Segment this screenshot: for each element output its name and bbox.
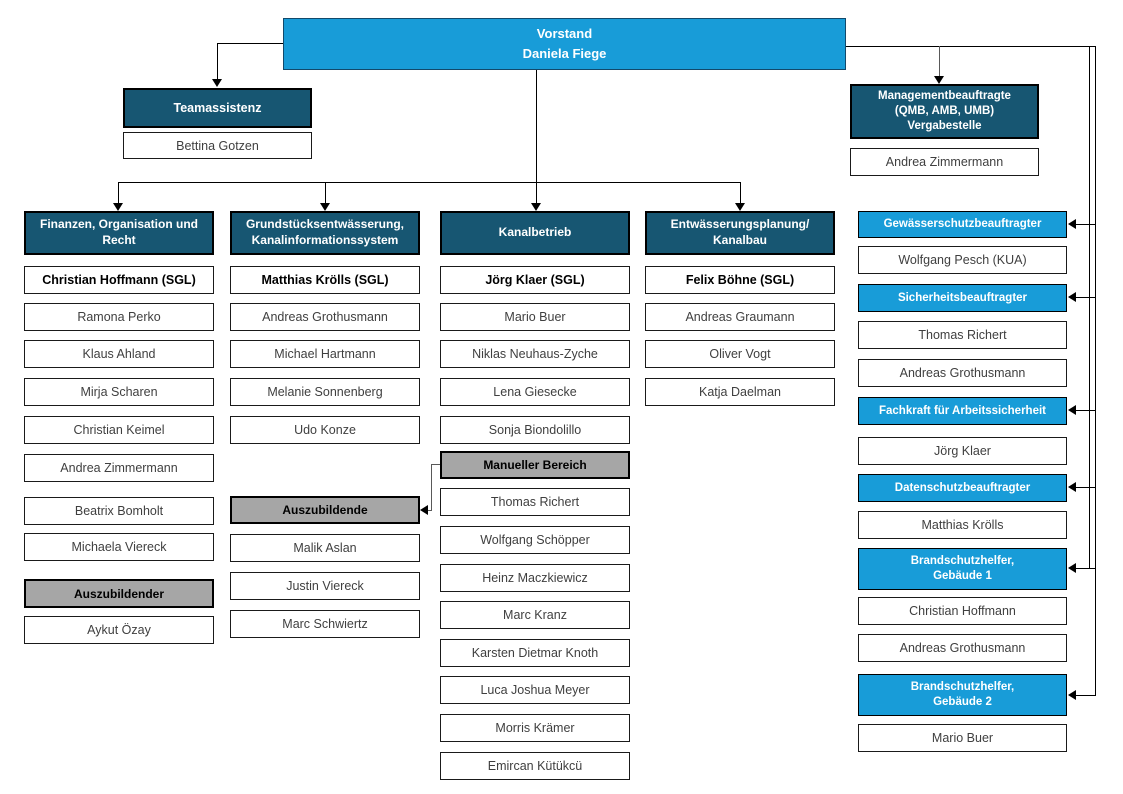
management-header: Managementbeauftragte (QMB, AMB, UMB) Ve… (850, 84, 1039, 139)
dept-header-grundstuecksentwaesserung: Grundstücksentwässerung, Kanalinformatio… (230, 211, 420, 255)
dept-lead-box: Jörg Klaer (SGL) (440, 266, 630, 294)
member-box: Christian Keimel (24, 416, 214, 444)
member-box: Michael Hartmann (230, 340, 420, 368)
member-box: Mario Buer (440, 303, 630, 331)
teamassistenz-header: Teamassistenz (123, 88, 312, 128)
connector-manuell-v (431, 464, 432, 510)
arrow-line-role-4 (1076, 568, 1095, 569)
arrow-line-role-0 (1076, 224, 1095, 225)
vorstand-person: Daniela Fiege (522, 46, 607, 61)
arrowhead-role-0 (1068, 219, 1076, 229)
member-box: Heinz Maczkiewicz (440, 564, 630, 592)
arrow-line-role-5 (1076, 695, 1096, 696)
arrow-line-role-1 (1076, 297, 1095, 298)
member-box: Andrea Zimmermann (24, 454, 214, 482)
section-header-auszubildender: Auszubildender (24, 579, 214, 608)
right-rail-outer (1095, 46, 1096, 696)
connector-manuell-h1 (431, 464, 440, 465)
section-header-auszubildende: Auszubildende (230, 496, 420, 524)
connector-distribution-h (118, 182, 741, 183)
member-box: Katja Daelman (645, 378, 835, 406)
drop-col1 (118, 182, 119, 203)
member-box: Luca Joshua Meyer (440, 676, 630, 704)
arrow-line-role-2 (1076, 410, 1095, 411)
dept-lead-box: Matthias Krölls (SGL) (230, 266, 420, 294)
section-header-manueller-bereich: Manueller Bereich (440, 451, 630, 479)
member-box: Sonja Biondolillo (440, 416, 630, 444)
connector-management-v (939, 46, 940, 76)
member-box: Aykut Özay (24, 616, 214, 644)
dept-lead-box: Christian Hoffmann (SGL) (24, 266, 214, 294)
arrowhead-role-5 (1068, 690, 1076, 700)
member-box: Ramona Perko (24, 303, 214, 331)
role-header-brandschutz-1: Brandschutzhelfer, Gebäude 1 (858, 548, 1067, 590)
member-box: Thomas Richert (858, 321, 1067, 349)
connector-vorstand-teamassistenz-h (217, 43, 283, 44)
drop-col2 (325, 182, 326, 203)
member-box: Christian Hoffmann (858, 597, 1067, 625)
connector-vorstand-drop (536, 70, 537, 182)
dept-header-finanzen: Finanzen, Organisation und Recht (24, 211, 214, 255)
member-box: Andreas Grothusmann (858, 634, 1067, 662)
member-box: Marc Kranz (440, 601, 630, 629)
vorstand-title: Vorstand (536, 25, 593, 41)
member-box: Wolfgang Schöpper (440, 526, 630, 554)
member-box: Klaus Ahland (24, 340, 214, 368)
drop-col3 (536, 182, 537, 203)
member-box: Mario Buer (858, 724, 1067, 752)
member-box: Andrea Zimmermann (850, 148, 1039, 176)
arrowhead-auszubildende (420, 505, 428, 515)
member-box: Matthias Krölls (858, 511, 1067, 539)
connector-vorstand-teamassistenz-v (217, 43, 218, 80)
role-header-arbeitssicherheit: Fachkraft für Arbeitssicherheit (858, 397, 1067, 425)
member-box: Emircan Kütükcü (440, 752, 630, 780)
arrowhead-role-1 (1068, 292, 1076, 302)
connector-vorstand-right-h (846, 46, 1096, 47)
arrowhead-col3 (531, 203, 541, 211)
member-box: Lena Giesecke (440, 378, 630, 406)
connector-manuell-h2 (428, 510, 432, 511)
dept-lead-box: Felix Böhne (SGL) (645, 266, 835, 294)
arrowhead-col2 (320, 203, 330, 211)
member-box: Oliver Vogt (645, 340, 835, 368)
role-header-sicherheit: Sicherheitsbeauftragter (858, 284, 1067, 312)
arrowhead-role-3 (1068, 482, 1076, 492)
member-box: Bettina Gotzen (123, 132, 312, 159)
dept-header-entwaesserungsplanung: Entwässerungsplanung/ Kanalbau (645, 211, 835, 255)
role-header-brandschutz-2: Brandschutzhelfer, Gebäude 2 (858, 674, 1067, 716)
right-rail-inner (1089, 46, 1090, 569)
member-box: Wolfgang Pesch (KUA) (858, 246, 1067, 274)
arrowhead-col4 (735, 203, 745, 211)
member-box: Justin Viereck (230, 572, 420, 600)
arrowhead-role-2 (1068, 405, 1076, 415)
role-header-gewaesserschutz: Gewässerschutzbeauftragter (858, 211, 1067, 238)
member-box: Thomas Richert (440, 488, 630, 516)
member-box: Michaela Viereck (24, 533, 214, 561)
member-box: Andreas Grothusmann (858, 359, 1067, 387)
arrowhead-col1 (113, 203, 123, 211)
vorstand-box: Vorstand Daniela Fiege (283, 18, 846, 70)
member-box: Melanie Sonnenberg (230, 378, 420, 406)
member-box: Malik Aslan (230, 534, 420, 562)
member-box: Karsten Dietmar Knoth (440, 639, 630, 667)
arrowhead-management (934, 76, 944, 84)
member-box: Mirja Scharen (24, 378, 214, 406)
drop-col4 (740, 182, 741, 203)
dept-header-kanalbetrieb: Kanalbetrieb (440, 211, 630, 255)
member-box: Andreas Graumann (645, 303, 835, 331)
member-box: Marc Schwiertz (230, 610, 420, 638)
member-box: Beatrix Bomholt (24, 497, 214, 525)
arrowhead-teamassistenz (212, 79, 222, 87)
member-box: Andreas Grothusmann (230, 303, 420, 331)
arrow-line-role-3 (1076, 487, 1095, 488)
role-header-datenschutz: Datenschutzbeauftragter (858, 474, 1067, 502)
member-box: Niklas Neuhaus-Zyche (440, 340, 630, 368)
member-box: Udo Konze (230, 416, 420, 444)
arrowhead-role-4 (1068, 563, 1076, 573)
member-box: Jörg Klaer (858, 437, 1067, 465)
member-box: Morris Krämer (440, 714, 630, 742)
